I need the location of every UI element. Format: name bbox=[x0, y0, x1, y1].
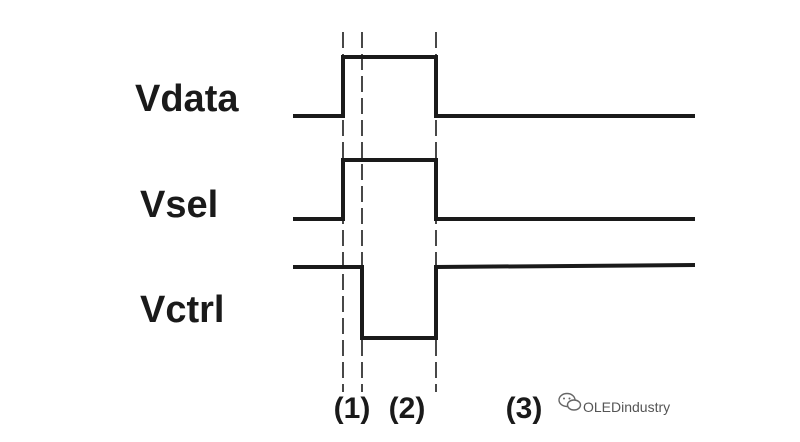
signal-label-vdata: Vdata bbox=[135, 78, 239, 120]
phase-label-3: (3) bbox=[506, 392, 543, 425]
watermark: OLEDindustry bbox=[558, 392, 670, 415]
waveform-vsel bbox=[293, 158, 695, 221]
waveform-vdata bbox=[293, 55, 695, 118]
wechat-icon bbox=[558, 392, 582, 411]
phase-label-2: (2) bbox=[389, 392, 426, 425]
signal-label-vsel: Vsel bbox=[140, 184, 218, 226]
signal-label-vctrl: Vctrl bbox=[140, 289, 224, 331]
phase-label-1: (1) bbox=[334, 392, 371, 425]
watermark-text: OLEDindustry bbox=[583, 399, 670, 415]
waveform-vctrl bbox=[293, 263, 696, 340]
